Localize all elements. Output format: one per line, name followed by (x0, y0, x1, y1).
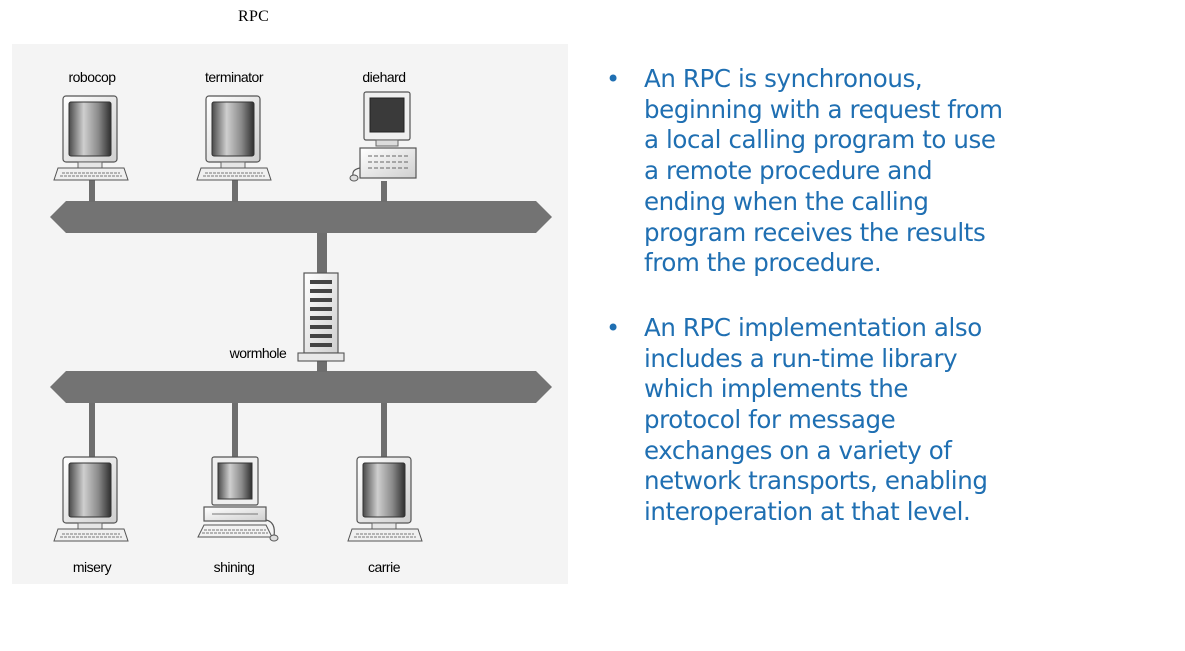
host-shining: shining (197, 456, 279, 575)
monitor-icon (53, 456, 129, 542)
bullet-text: An RPC is synchronous, beginning with a … (644, 64, 1003, 278)
bullet-dot-icon: • (606, 65, 620, 93)
top-network-bus (50, 201, 552, 233)
server-label-wormhole: wormhole (229, 345, 287, 361)
bullet-list: • An RPC is synchronous, beginning with … (606, 64, 1006, 562)
monitor-icon (347, 456, 423, 542)
host-label-terminator: terminator (205, 69, 264, 85)
host-label-misery: misery (73, 559, 112, 575)
bottom-network-bus (50, 371, 552, 403)
bullet-item: • An RPC is synchronous, beginning with … (606, 64, 1006, 279)
bullet-item: • An RPC implementation also includes a … (606, 313, 1006, 528)
network-diagram: robocop terminator (12, 44, 568, 584)
host-terminator: terminator (196, 69, 272, 181)
host-robocop: robocop (53, 69, 129, 181)
workstation-icon (349, 91, 417, 182)
host-diehard: diehard (349, 69, 417, 182)
desktop-pc-icon (197, 456, 279, 542)
host-label-diehard: diehard (362, 69, 405, 85)
host-carrie: carrie (347, 456, 423, 575)
slide-title: RPC (238, 8, 270, 25)
bullet-text: An RPC implementation also includes a ru… (644, 312, 988, 527)
host-misery: misery (53, 456, 129, 575)
server-tower-icon (297, 272, 345, 362)
bullet-dot-icon: • (606, 313, 620, 342)
host-label-carrie: carrie (368, 559, 401, 575)
host-label-robocop: robocop (68, 69, 116, 85)
monitor-icon (196, 95, 272, 181)
host-label-shining: shining (214, 559, 255, 575)
server-wormhole: wormhole (229, 272, 345, 362)
monitor-icon (53, 95, 129, 181)
